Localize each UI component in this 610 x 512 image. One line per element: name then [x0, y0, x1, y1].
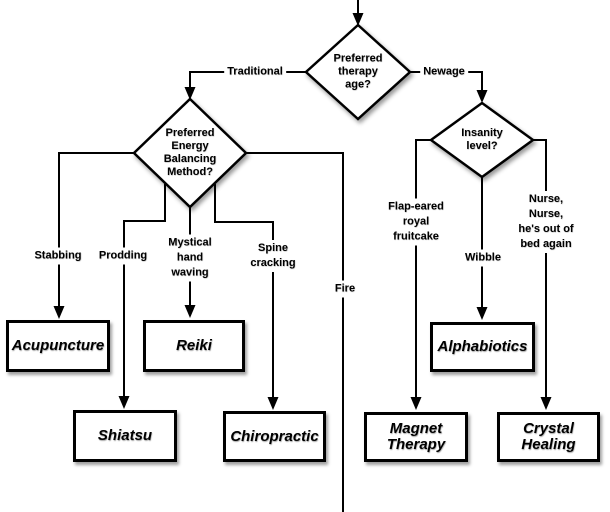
decision-label-therapy-age: Preferred therapy age? [333, 52, 383, 91]
edge-label-spine-cracking: Spine cracking [247, 240, 299, 272]
edge-nurse-line [532, 139, 547, 399]
arrowhead-stabbing [53, 306, 65, 319]
arrowhead-wibble [476, 307, 488, 320]
outcome-box-reiki: Reiki [143, 320, 245, 372]
arrowhead-entry [352, 13, 364, 26]
outcome-box-acupuncture: Acupuncture [6, 320, 110, 372]
arrowhead-mystical [184, 305, 196, 318]
edge-spine-line [214, 184, 274, 399]
edge-label-mystical-hand-waving: Mystical hand waving [165, 234, 215, 282]
edge-label-prodding: Prodding [95, 247, 151, 265]
arrowhead-newage [476, 90, 488, 103]
arrowhead-traditional [184, 87, 196, 100]
edge-label-newage: Newage [420, 63, 468, 81]
edge-label-fire: Fire [331, 280, 359, 298]
edge-stabbing-line [58, 152, 134, 308]
edge-label-nurse-out-of-bed: Nurse, Nurse, he's out of bed again [514, 191, 578, 253]
decision-diamond-therapy-age [304, 23, 412, 121]
edge-label-traditional: Traditional [224, 63, 286, 81]
edge-prodding-line [123, 184, 166, 398]
decision-label-energy-method: Preferred Energy Balancing Method? [163, 127, 217, 178]
outcome-box-crystal-healing: Crystal Healing [497, 412, 600, 462]
decision-diamond-insanity-level [428, 101, 536, 179]
edge-label-wibble: Wibble [462, 249, 504, 267]
outcome-box-chiropractic: Chiropractic [223, 411, 326, 462]
arrowhead-spine [267, 397, 279, 410]
edge-label-flap-eared-royal-fruitcake: Flap-eared royal fruitcake [385, 198, 447, 246]
arrowhead-nurse [540, 397, 552, 410]
decision-diamond-energy-method [132, 97, 248, 209]
edge-label-stabbing: Stabbing [31, 247, 85, 265]
arrowhead-prodding [118, 396, 130, 409]
outcome-box-alphabiotics: Alphabiotics [430, 322, 535, 372]
outcome-box-shiatsu: Shiatsu [73, 410, 177, 462]
edge-fire-line [246, 152, 344, 512]
edge-fruitcake-line [415, 139, 432, 399]
decision-label-insanity-level: Insanity level? [461, 127, 503, 152]
arrowhead-fruitcake [410, 397, 422, 410]
outcome-box-magnet-therapy: Magnet Therapy [364, 412, 468, 462]
